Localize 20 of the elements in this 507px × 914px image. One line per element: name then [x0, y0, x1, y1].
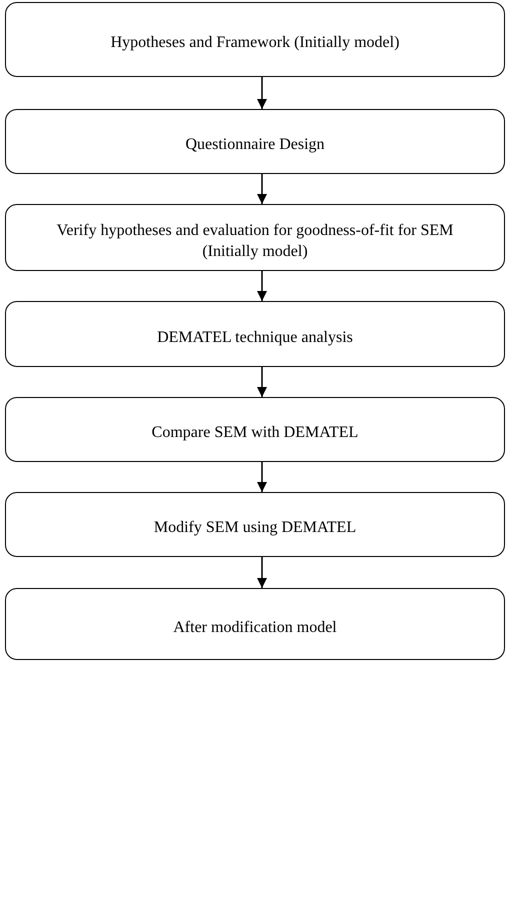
- step-text: Verify hypotheses and evaluation for goodness-of-fit for SEM (Initially model): [56, 220, 454, 262]
- step-text: After modification model: [173, 618, 337, 638]
- process-box: [5, 588, 505, 660]
- arrow: [257, 271, 267, 301]
- process-box: [5, 109, 505, 174]
- process-box: [5, 2, 505, 77]
- arrow: [257, 557, 267, 588]
- arrow: [257, 174, 267, 204]
- step-text: DEMATEL technique analysis: [157, 328, 353, 348]
- process-box: [5, 301, 505, 367]
- step-text: Hypotheses and Framework (Initially model): [110, 33, 400, 54]
- step-text: Modify SEM using DEMATEL: [154, 518, 356, 538]
- arrow: [257, 367, 267, 397]
- step-text: Compare SEM with DEMATEL: [152, 423, 358, 444]
- process-box: [5, 397, 505, 462]
- arrow: [257, 462, 267, 492]
- arrow: [257, 77, 267, 109]
- step-text: Questionnaire Design: [185, 135, 325, 156]
- process-box: [5, 492, 505, 557]
- process-box: [5, 204, 505, 271]
